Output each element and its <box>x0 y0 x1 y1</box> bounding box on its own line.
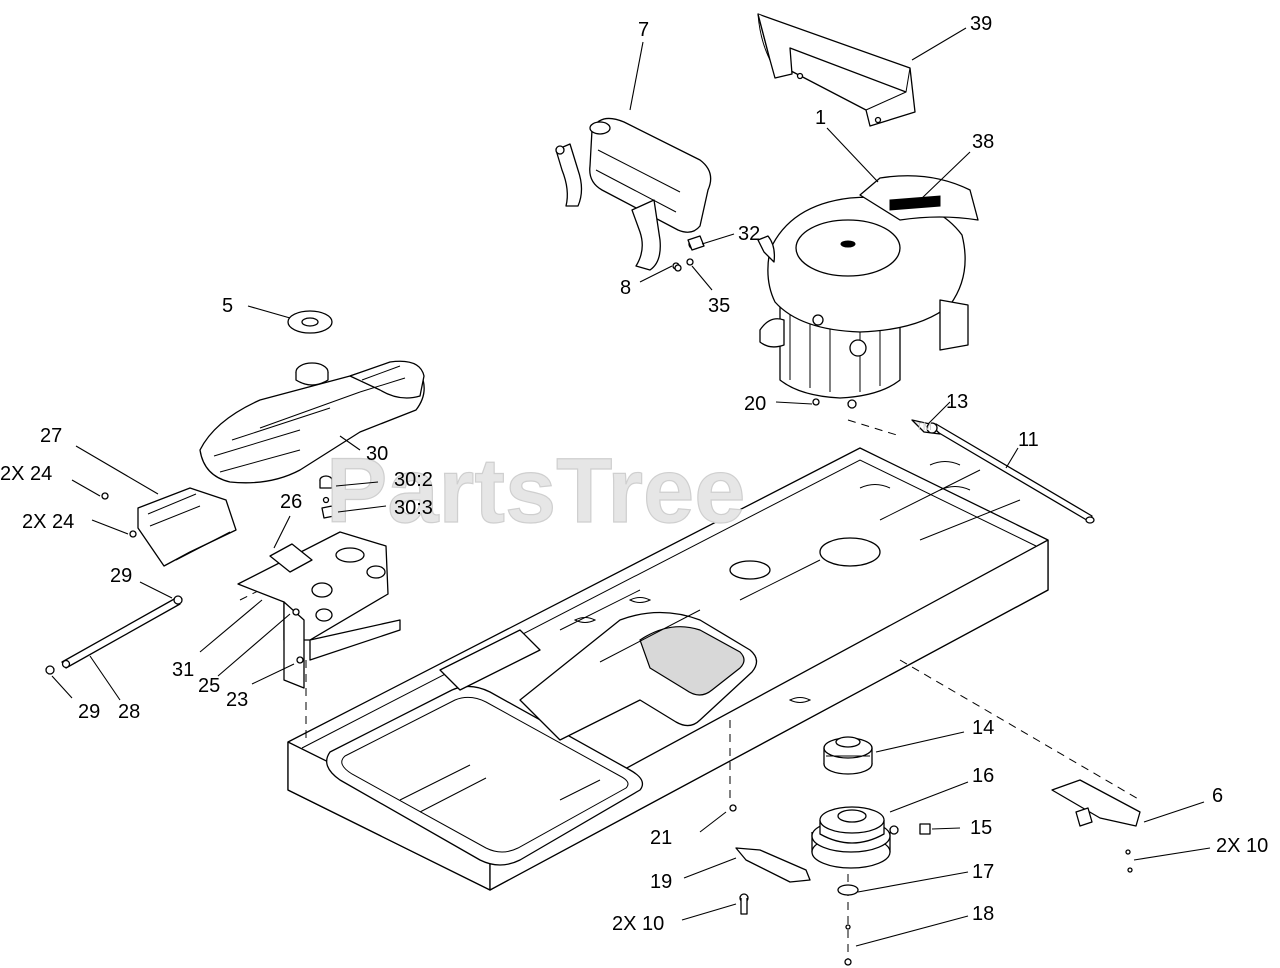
callout-31: 31 <box>172 659 194 681</box>
callout-30-3: 30:3 <box>394 497 433 519</box>
callout-18: 18 <box>972 903 994 925</box>
callout-28: 28 <box>118 701 140 723</box>
callout-21: 21 <box>650 827 672 849</box>
callout-2x10-b: 2X 10 <box>612 913 664 935</box>
callout-32: 32 <box>738 223 760 245</box>
cap-part-5 <box>287 310 333 334</box>
callout-14: 14 <box>972 717 994 739</box>
callout-1: 1 <box>815 107 826 129</box>
callout-30: 30 <box>366 443 388 465</box>
callout-30-2: 30:2 <box>394 469 433 491</box>
callout-11: 11 <box>1018 429 1039 451</box>
bracket-part-19 <box>735 847 811 915</box>
callout-16: 16 <box>972 765 994 787</box>
callout-6: 6 <box>1212 785 1223 807</box>
callout-2x24-b: 2X 24 <box>22 511 74 533</box>
callout-38: 38 <box>972 131 994 153</box>
engine-cover-part-39 <box>757 13 916 127</box>
callout-39: 39 <box>970 13 992 35</box>
callout-29-b: 29 <box>78 701 100 723</box>
washer-part-17 <box>837 884 859 966</box>
callout-7: 7 <box>638 19 649 41</box>
callout-17: 17 <box>972 861 994 883</box>
shaft-part-11 <box>911 419 1095 524</box>
callout-2x10-a: 2X 10 <box>1216 835 1268 857</box>
callout-8: 8 <box>620 277 631 299</box>
pulley-part-14 <box>823 736 873 775</box>
bracket-part-27 <box>101 487 237 567</box>
clutch-part-16 <box>811 806 931 869</box>
fuel-tank-part-30 <box>199 360 425 519</box>
chassis-frame <box>287 447 1049 891</box>
leader-lines <box>51 27 1211 947</box>
callout-27: 27 <box>40 425 62 447</box>
muffler-part-7 <box>555 117 712 271</box>
callout-26: 26 <box>280 491 302 513</box>
callout-20: 20 <box>744 393 766 415</box>
callout-25: 25 <box>198 675 220 697</box>
bracket-part-6 <box>1051 779 1141 873</box>
engine-part-1 <box>757 175 979 409</box>
watermark: PartsTree TM <box>325 421 932 543</box>
callout-2x24-a: 2X 24 <box>0 463 52 485</box>
svg-text:TM: TM <box>916 421 932 433</box>
callout-35: 35 <box>708 295 730 317</box>
svg-text:PartsTree: PartsTree <box>326 440 745 542</box>
callout-23: 23 <box>226 689 248 711</box>
callout-15: 15 <box>970 817 992 839</box>
callout-13: 13 <box>946 391 968 413</box>
hardware <box>674 235 737 812</box>
callout-5: 5 <box>222 295 233 317</box>
mount-plate-part-31 <box>237 531 401 689</box>
callouts: 7 39 1 38 32 8 35 5 20 13 11 27 30 30:2 … <box>0 13 1268 935</box>
callout-19: 19 <box>650 871 672 893</box>
callout-29-a: 29 <box>110 565 132 587</box>
rod-part-28 <box>45 595 183 675</box>
